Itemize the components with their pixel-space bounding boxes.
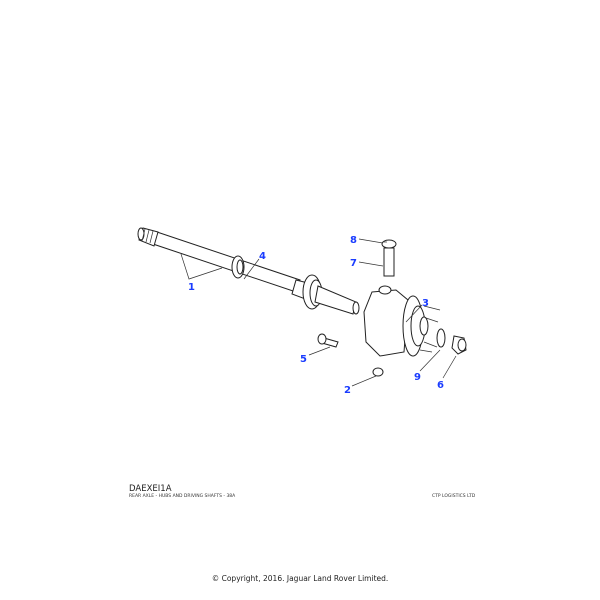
bolt[interactable] [317,333,339,348]
wheel-stud[interactable] [381,239,397,277]
callout-5[interactable]: 5 [300,354,307,365]
callout-2[interactable]: 2 [344,385,351,396]
callout-7[interactable]: 7 [350,258,357,269]
hub-nut[interactable] [451,335,467,355]
publisher-label: CTP LOGISTICS LTD [432,494,476,499]
reluctor-ring[interactable] [302,274,360,315]
diagram-subtitle: REAR AXLE - HUBS AND DRIVING SHAFTS - 38… [129,494,236,499]
callout-4[interactable]: 4 [259,251,266,262]
drive-shaft[interactable] [137,227,313,301]
copyright: © Copyright, 2016. Jaguar Land Rover Lim… [211,574,389,583]
callout-3[interactable]: 3 [422,298,429,309]
callout-9[interactable]: 9 [414,372,421,383]
hub-assembly[interactable] [363,285,441,357]
diagram-code: DAEXEI1A [129,484,172,494]
oil-seal[interactable] [231,255,245,279]
washer[interactable] [436,328,446,348]
callout-8[interactable]: 8 [350,235,357,246]
leader-lines [180,238,457,387]
callout-6[interactable]: 6 [437,380,444,391]
cap[interactable] [372,367,384,377]
callout-1[interactable]: 1 [188,282,195,293]
